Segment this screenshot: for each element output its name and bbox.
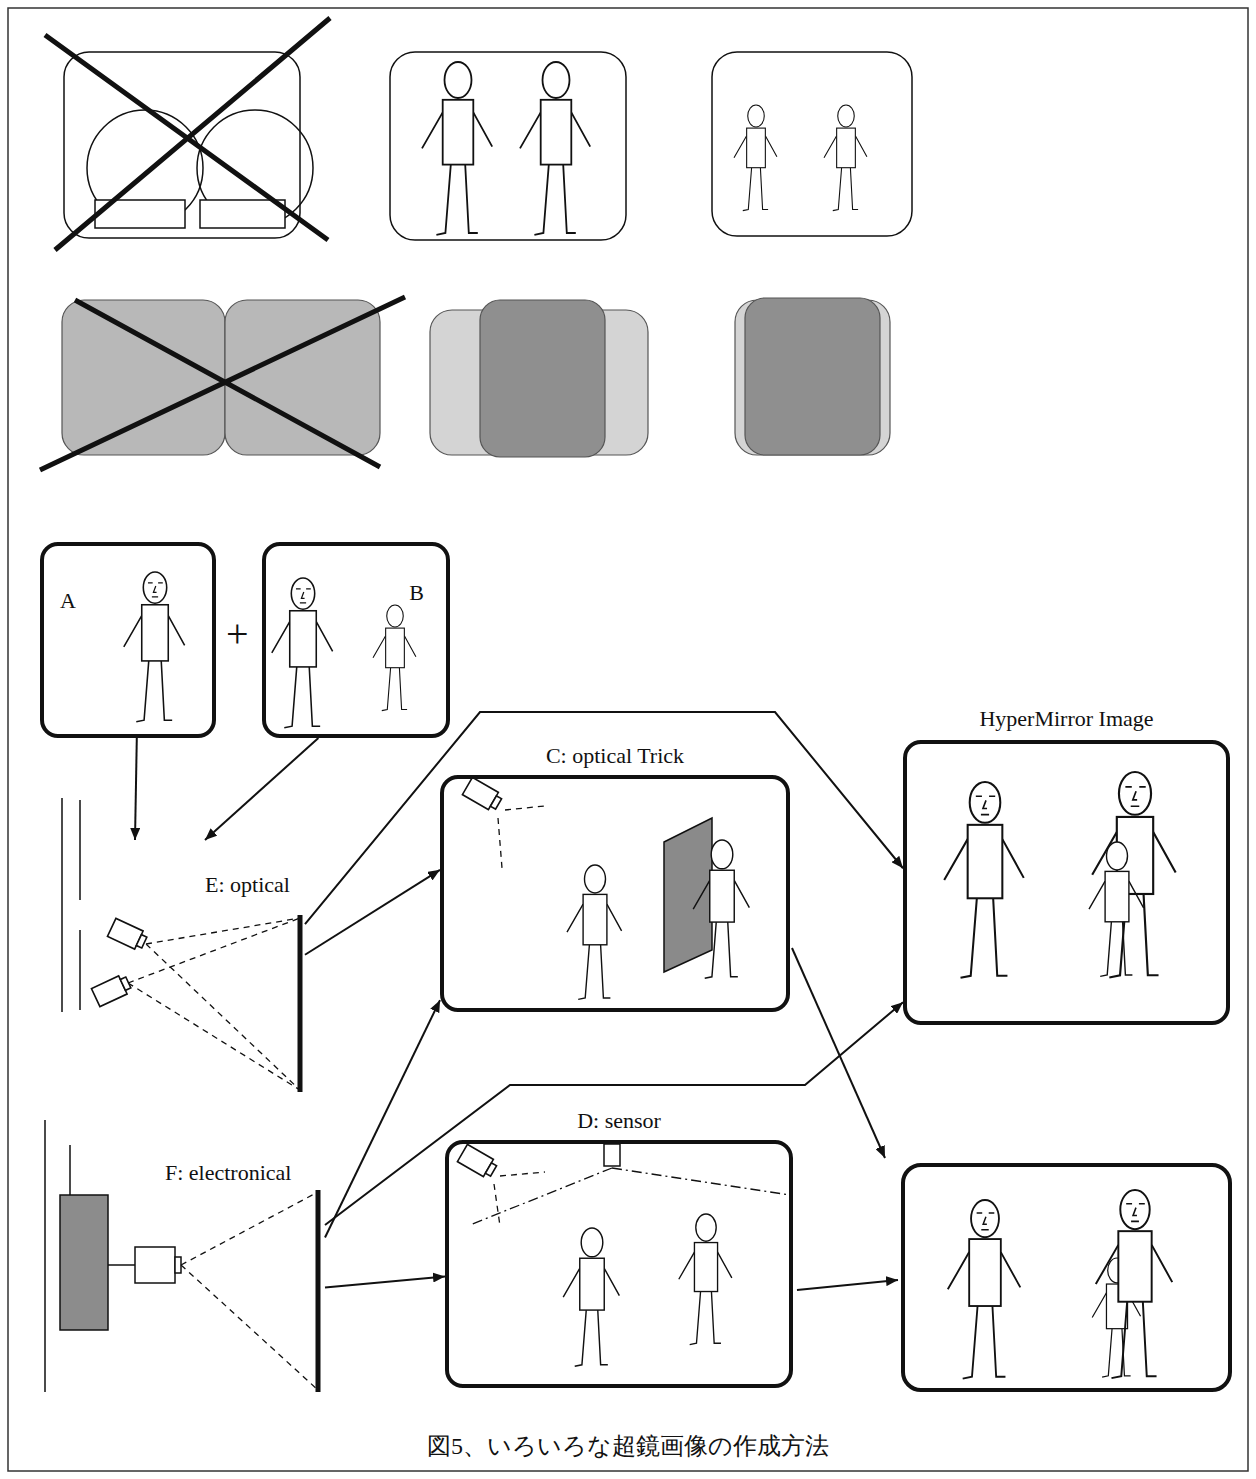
result-image-box: HyperMirror Image — [903, 740, 1230, 1025]
figure-a — [124, 572, 185, 722]
figure-caption: 図5、いろいろな超鏡画像の作成方法 — [427, 1432, 829, 1461]
electronic-rig — [316, 1190, 321, 1392]
sensor-scene — [563, 1228, 619, 1366]
crossed-panel — [45, 18, 330, 250]
plus-sign: + — [226, 614, 249, 654]
optical-rig — [91, 973, 132, 1006]
flow-arrow — [205, 738, 318, 840]
optical-trick-scene — [693, 840, 749, 978]
optical-trick-scene — [567, 865, 622, 999]
box-heading: D: sensor — [577, 1108, 661, 1134]
overlap-squares — [480, 300, 605, 457]
sensor-scene — [457, 1144, 790, 1366]
optical-trick-scene — [462, 777, 503, 812]
sensor-scene — [679, 1214, 732, 1345]
side-by-side-panel — [520, 62, 590, 235]
electronic-rig — [60, 1195, 108, 1330]
source-image-box: A — [40, 542, 216, 738]
small-figure-panel — [712, 52, 912, 236]
sensor-result-panel — [977, 1213, 995, 1230]
side-by-side-panel — [422, 62, 492, 235]
flow-arrow — [135, 738, 137, 840]
optical-trick-scene — [462, 777, 749, 999]
optical-rig — [298, 915, 303, 1092]
flow-arrow — [305, 712, 903, 924]
hypermirror-image-figures — [1125, 787, 1145, 806]
sensor-result-panel — [1126, 1204, 1145, 1222]
sensor-result-panel — [903, 1165, 1230, 1390]
figure-a — [124, 572, 185, 722]
side-by-side-panel — [390, 52, 626, 240]
optical-rig — [128, 918, 300, 1090]
method-rig: E: optical — [55, 840, 305, 1095]
side-by-side-panel — [390, 52, 626, 240]
box-label: F: electronical — [165, 1160, 291, 1186]
sensor-scene — [457, 1144, 498, 1179]
small-figure-panel — [712, 52, 912, 236]
electronic-rig — [181, 1192, 318, 1390]
crossed-panel — [45, 18, 330, 250]
electronic-rig — [45, 1120, 318, 1392]
optical-rig — [107, 918, 148, 951]
overlap-squares — [40, 297, 890, 470]
figure-b — [373, 605, 416, 711]
figure-b — [272, 578, 333, 728]
method-box: C: optical Trick — [440, 775, 790, 1012]
optical-rig — [62, 798, 300, 1092]
source-image-box: B — [262, 542, 450, 738]
method-rig: F: electronical — [35, 1150, 325, 1400]
sensor-scene — [604, 1144, 620, 1166]
optical-rig — [62, 798, 80, 1012]
figure-b — [296, 589, 311, 603]
result-arrow — [797, 1280, 898, 1290]
flow-arrow — [305, 870, 440, 955]
figure-b — [272, 578, 416, 728]
method-box: D: sensor — [445, 1140, 793, 1388]
hypermirror-image-figures — [1089, 842, 1144, 976]
plus-sign-text: + — [226, 614, 249, 654]
optical-trick-scene — [498, 806, 545, 868]
optical-trick-scene — [664, 818, 712, 972]
small-figure-panel — [734, 105, 777, 211]
sensor-scene — [470, 1168, 790, 1225]
result-arrow — [792, 948, 898, 1290]
caption-bar: 図5、いろいろな超鏡画像の作成方法 — [0, 1432, 1256, 1461]
box-label: A — [60, 588, 76, 614]
flow-arrow — [325, 1000, 440, 1237]
small-figure-panel — [824, 105, 867, 211]
sensor-result-panel — [948, 1200, 1021, 1379]
overlap-squares — [40, 297, 405, 470]
hypermirror-image-figures — [976, 796, 995, 814]
page-frame — [8, 8, 1248, 1471]
electronic-rig — [108, 1264, 135, 1266]
flow-arrow — [325, 1276, 445, 1287]
overlap-squares — [62, 300, 225, 455]
box-label: E: optical — [205, 872, 290, 898]
electronic-rig — [135, 1247, 175, 1283]
box-heading: HyperMirror Image — [979, 706, 1153, 732]
result-arrow — [792, 948, 885, 1158]
electronic-rig — [175, 1257, 181, 1273]
box-label: B — [409, 580, 424, 606]
overlap-squares — [745, 298, 880, 455]
sensor-result-panel — [903, 1165, 1230, 1390]
sensor-scene — [494, 1172, 545, 1226]
box-heading: C: optical Trick — [546, 743, 684, 769]
overlap-squares — [225, 300, 380, 455]
hypermirror-image-figures — [944, 772, 1175, 978]
figure-a — [148, 583, 163, 597]
sensor-result-panel — [1096, 1190, 1172, 1378]
flow-arrow — [325, 1002, 903, 1225]
crossed-panel — [200, 200, 285, 228]
hypermirror-image-figures — [944, 782, 1024, 978]
